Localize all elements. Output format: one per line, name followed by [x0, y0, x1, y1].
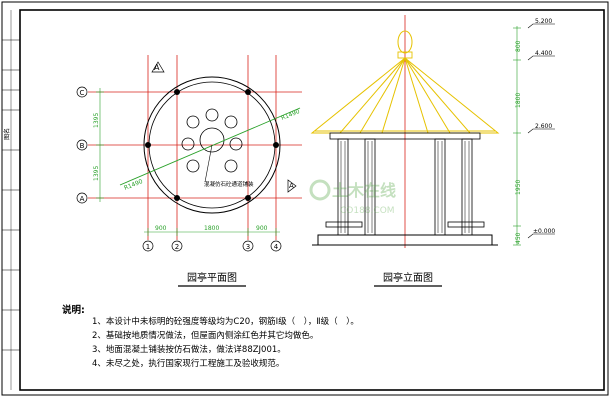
- level-4400: 4.400: [535, 50, 552, 57]
- watermark-logo-icon: [309, 179, 331, 201]
- side-label: 图名: [3, 128, 11, 140]
- axis-bottom-3: 3: [246, 243, 250, 251]
- note-item-4: 4、未尽之处，执行国家现行工程施工及验收规范。: [92, 359, 285, 369]
- elevation-view: 800 1800 1950 450 5.200 4.400 2.600 ±0.0…: [310, 15, 555, 287]
- section-mark-bottom-label: A: [289, 182, 294, 190]
- section-mark-top: A: [151, 61, 165, 73]
- elevation-title: 园亭立面图: [383, 271, 433, 284]
- plan-view: R1490 R1490 混凝仿石砼通道铺装 A A C B A: [76, 55, 302, 287]
- radius-label-small: R1490: [123, 178, 144, 192]
- dim-h-3: 900: [256, 225, 268, 232]
- elev-dim-450: 450: [515, 232, 522, 244]
- axis-left-C: C: [80, 89, 85, 97]
- level-marks: [527, 23, 555, 239]
- plan-grid-lines: [88, 55, 302, 240]
- watermark-main: 土木在线: [332, 181, 396, 200]
- note-leader: [204, 144, 213, 183]
- benches: [325, 221, 485, 228]
- elev-dim-800: 800: [515, 40, 522, 52]
- watermark-sub: CO188.COM: [340, 206, 395, 216]
- radius-label: R1490: [280, 108, 301, 122]
- elev-dim-1950: 1950: [515, 180, 522, 195]
- plan-stools: [181, 108, 243, 173]
- plan-title: 园亭平面图: [187, 271, 237, 284]
- note-item-2: 2、基础按地质情况做法，但屋面內侧涂红色并其它均做色。: [92, 331, 319, 341]
- dim-vertical-lower: 1395: [93, 166, 100, 181]
- inner-border: [19, 9, 605, 391]
- axis-bottom-1: 1: [146, 243, 150, 251]
- section-mark-top-label: A: [154, 63, 160, 72]
- level-2600: 2.600: [535, 123, 552, 130]
- roof-finial: [397, 30, 413, 54]
- plan-note: 混凝仿石砼通道铺装: [204, 180, 254, 188]
- dim-vertical-upper: 1395: [93, 113, 100, 128]
- note-item-3: 3、地面混凝土铺装按仿石做法，做法详88ZJ001。: [92, 345, 286, 355]
- dim-h-1: 900: [155, 225, 167, 232]
- axis-left-B: B: [80, 142, 85, 150]
- axis-bottom-4: 4: [274, 243, 279, 251]
- note-item-1: 1、本设计中未标明的砼强度等级均为C20，钢筋Ⅰ级（ ），Ⅱ级（ ）。: [92, 317, 359, 327]
- outer-ring: [143, 76, 281, 214]
- level-5200: 5.200: [535, 18, 552, 25]
- plan-dim-horizontal: [144, 228, 280, 236]
- plan-dim-vertical: [96, 88, 104, 202]
- axis-bottom-2: 2: [175, 243, 179, 251]
- watermark: 土木在线 CO188.COM: [309, 179, 396, 216]
- elevation-dim-line: [513, 26, 521, 246]
- axis-left-A: A: [80, 195, 85, 203]
- notes-title: 说明:: [62, 305, 85, 316]
- elev-dim-1800: 1800: [515, 93, 522, 108]
- column-hatch: [340, 141, 470, 233]
- level-0000: ±0.000: [533, 228, 555, 235]
- plan-axis-bottom: 1 2 3 4: [142, 240, 282, 252]
- dim-h-2: 1800: [204, 225, 219, 232]
- section-mark-bottom: A: [287, 179, 297, 193]
- plan-axis-left: C B A: [76, 86, 88, 204]
- left-title-strip: 图名: [2, 10, 20, 390]
- radius-line: [119, 107, 301, 186]
- eave-band: [329, 132, 481, 140]
- plan-columns: [145, 89, 279, 201]
